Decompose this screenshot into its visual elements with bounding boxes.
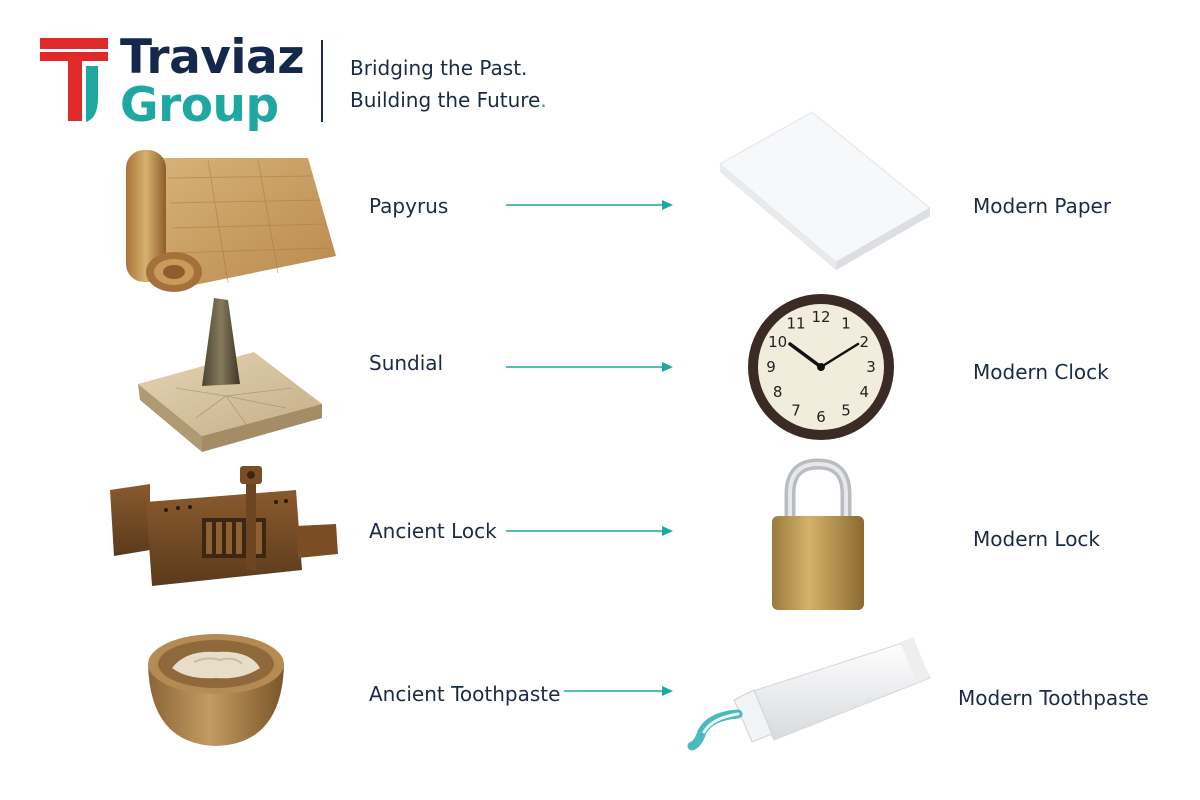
clock-number: 6 (816, 408, 826, 426)
label-modern-toothpaste: Modern Toothpaste (958, 686, 1149, 710)
header-divider (321, 40, 323, 122)
clock-number: 2 (860, 333, 870, 351)
arrow-right-icon (564, 686, 673, 696)
label-sundial: Sundial (369, 351, 444, 375)
paper-stack-icon (719, 111, 931, 270)
arrow-right-icon (506, 200, 673, 210)
clock-number: 10 (768, 333, 787, 351)
clock-number: 12 (811, 308, 830, 326)
toothpaste-tube-icon (687, 636, 931, 751)
brand-name-line2: Group (120, 78, 279, 133)
papyrus-scroll-icon (126, 150, 336, 292)
traviaz-logo-icon (40, 38, 108, 122)
tagline-line1: Bridging the Past. (350, 56, 528, 80)
arrow-right-icon (506, 526, 673, 536)
bowl-paste-icon (148, 634, 284, 746)
clock-number: 11 (786, 315, 805, 333)
sundial-icon (138, 298, 322, 452)
clock-number: 7 (791, 401, 801, 419)
label-modern-paper: Modern Paper (973, 194, 1112, 218)
label-modern-lock: Modern Lock (973, 527, 1101, 551)
clock-number: 5 (841, 401, 851, 419)
tagline-line2: Building the Future. (350, 88, 547, 112)
wooden-lock-icon (110, 466, 338, 586)
tagline-line2-text: Building the Future (350, 88, 541, 112)
label-ancient-lock: Ancient Lock (369, 519, 497, 543)
label-ancient-toothpaste: Ancient Toothpaste (369, 682, 561, 706)
padlock-icon (772, 458, 864, 610)
clock-number: 1 (841, 315, 851, 333)
brand-name-line1: Traviaz (120, 30, 305, 85)
clock-number: 3 (866, 358, 876, 376)
clock-number: 4 (860, 383, 870, 401)
label-papyrus: Papyrus (369, 194, 449, 218)
arrow-right-icon (506, 362, 673, 372)
clock-number: 9 (766, 358, 776, 376)
clock-number: 8 (773, 383, 783, 401)
tagline-dot: . (540, 88, 547, 112)
label-modern-clock: Modern Clock (973, 360, 1109, 384)
